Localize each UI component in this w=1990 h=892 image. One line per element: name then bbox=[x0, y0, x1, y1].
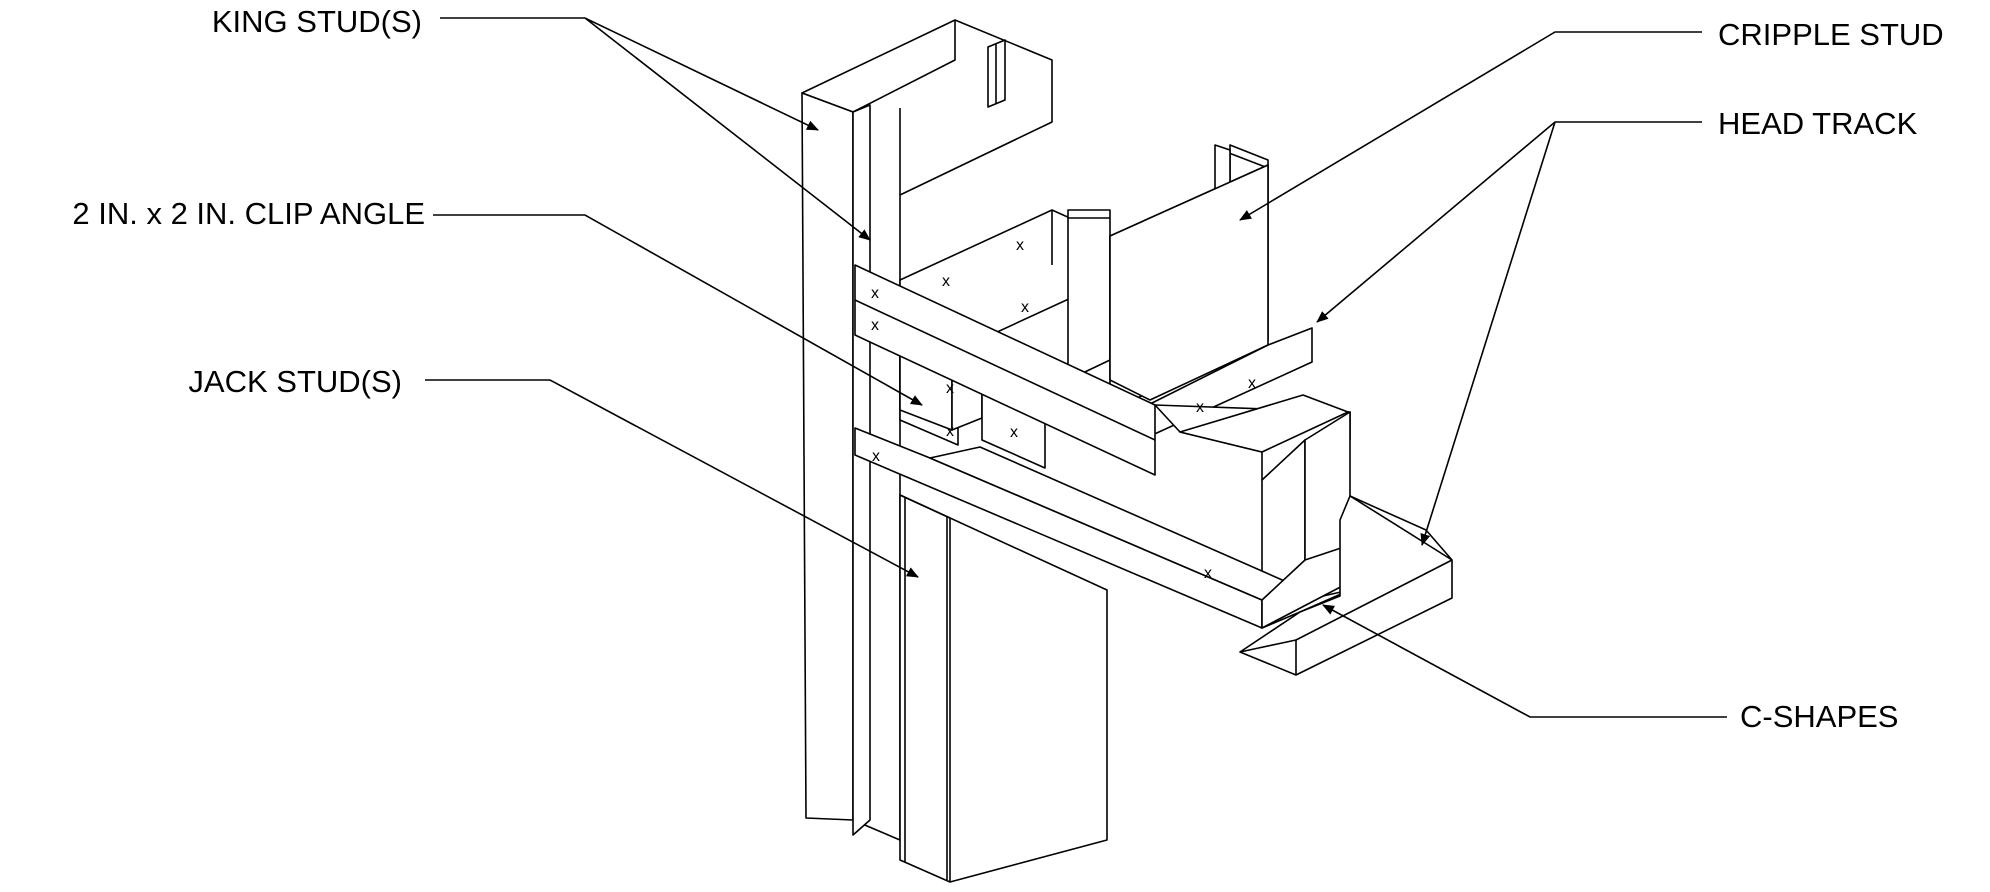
leader-cripple-stud bbox=[1239, 31, 1702, 221]
head-track bbox=[854, 264, 1351, 601]
screw-mark: x bbox=[942, 273, 950, 290]
framing-assembly bbox=[801, 19, 1453, 883]
leader-clip-angle bbox=[433, 214, 923, 406]
label-king-studs: KING STUD(S) bbox=[212, 4, 422, 39]
screw-mark: x bbox=[871, 317, 879, 334]
label-jack-studs: JACK STUD(S) bbox=[188, 364, 402, 399]
label-head-track: HEAD TRACK bbox=[1718, 106, 1918, 141]
jack-stud bbox=[852, 104, 1108, 883]
leader-king-stud-2 bbox=[584, 17, 871, 241]
leader-c-shapes bbox=[1322, 604, 1727, 718]
screw-mark: x bbox=[1196, 399, 1204, 416]
screw-mark: x bbox=[1010, 424, 1018, 441]
label-cripple-stud: CRIPPLE STUD bbox=[1718, 17, 1944, 52]
leader-head-track-1 bbox=[1316, 121, 1702, 323]
leader-lines bbox=[425, 17, 1727, 718]
screw-mark: x bbox=[1204, 565, 1212, 582]
c-shape-lower bbox=[854, 427, 1453, 676]
screw-mark: x bbox=[946, 423, 954, 440]
screw-marks: x x x x x x x x x x x x bbox=[871, 237, 1256, 582]
screw-mark: x bbox=[871, 285, 879, 302]
screw-mark: x bbox=[1021, 299, 1029, 316]
callout-labels: KING STUD(S) 2 IN. x 2 IN. CLIP ANGLE JA… bbox=[72, 4, 1943, 734]
leader-head-track-2 bbox=[1420, 121, 1556, 546]
label-clip-angle: 2 IN. x 2 IN. CLIP ANGLE bbox=[72, 196, 425, 231]
screw-mark: x bbox=[1248, 375, 1256, 392]
screw-mark: x bbox=[1016, 237, 1024, 254]
leader-jack-stud bbox=[425, 379, 919, 578]
screw-mark: x bbox=[946, 380, 954, 397]
label-c-shapes: C-SHAPES bbox=[1740, 699, 1898, 734]
leader-king-stud-1 bbox=[440, 17, 819, 131]
screw-mark: x bbox=[872, 448, 880, 465]
